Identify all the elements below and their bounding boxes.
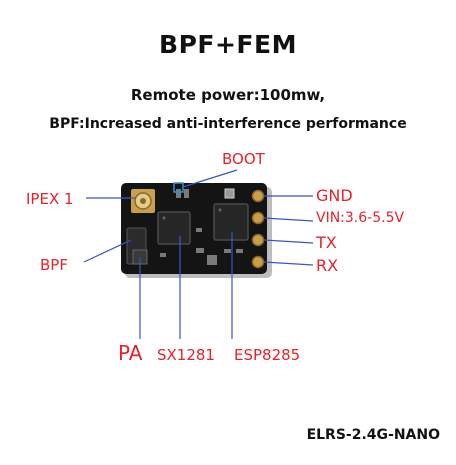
model-name: ELRS-2.4G-NANO (306, 427, 440, 443)
solder-pads (251, 189, 265, 269)
label-sx1281: SX1281 (157, 346, 215, 364)
label-rx: RX (316, 256, 339, 275)
bpf-spec: BPF:Increased anti-interference performa… (49, 116, 407, 132)
label-boot: BOOT (222, 150, 265, 168)
ipex-connector (131, 189, 155, 213)
label-pa: PA (118, 341, 143, 365)
label-esp8285: ESP8285 (234, 346, 301, 364)
label-gnd: GND (316, 186, 353, 205)
boot-button (224, 188, 235, 199)
power-spec: Remote power:100mw, (130, 86, 326, 104)
label-vin: VIN:3.6-5.5V (316, 210, 405, 226)
label-bpf: BPF (40, 256, 68, 274)
boot-marker (173, 182, 184, 193)
passive-components (160, 189, 243, 265)
sx1281-chip (157, 211, 191, 245)
label-ipex: IPEX 1 (26, 190, 74, 208)
leader-lines (83, 169, 314, 339)
page-title: BPF+FEM (159, 30, 297, 59)
esp8285-chip (213, 203, 249, 241)
label-tx: TX (316, 233, 337, 252)
